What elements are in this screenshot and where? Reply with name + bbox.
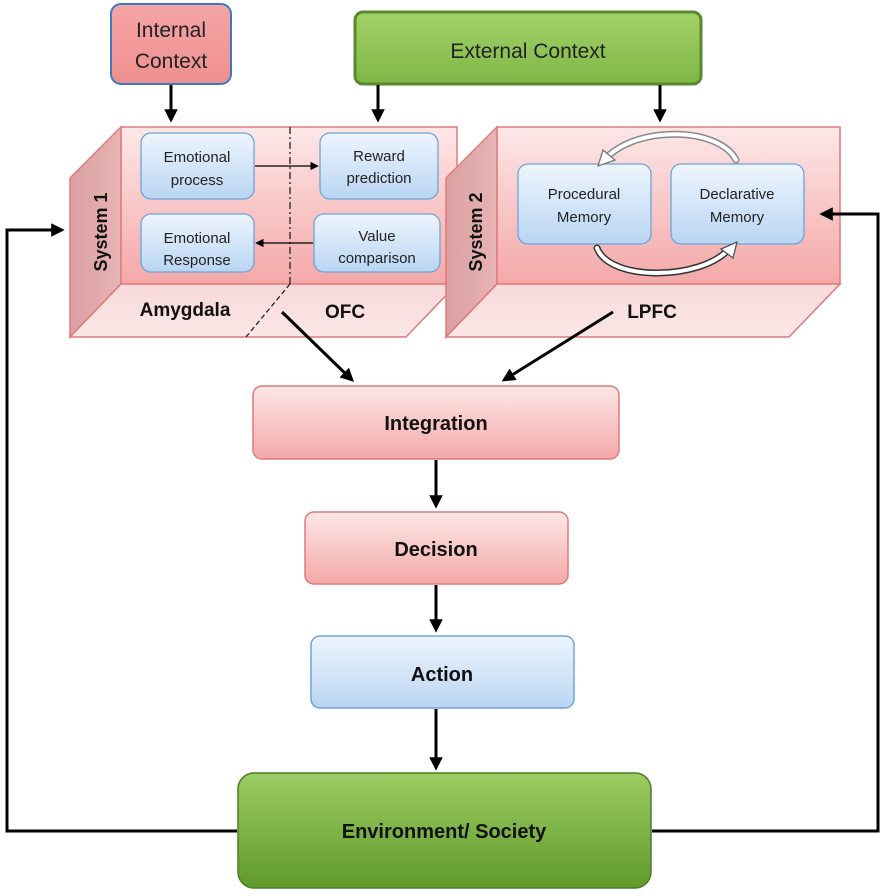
svg-text:Emotional: Emotional: [164, 149, 231, 166]
external-context-label: External Context: [450, 40, 605, 63]
action-label: Action: [411, 664, 473, 686]
internal-context-box: Internal Context: [110, 3, 232, 85]
arrow-system2-to-integration: [501, 310, 614, 382]
arrow-system1-to-integration: [280, 310, 354, 382]
environment-label: Environment/ Society: [342, 821, 547, 843]
svg-text:comparison: comparison: [338, 250, 416, 267]
decision-box: Decision: [304, 511, 569, 585]
integration-label: Integration: [384, 413, 487, 435]
svg-text:Value: Value: [358, 228, 395, 245]
amygdala-label: Amygdala: [140, 300, 231, 321]
system1-label: System 1: [91, 192, 111, 271]
internal-context-line2: Context: [135, 50, 208, 73]
integration-box: Integration: [252, 385, 620, 460]
svg-text:prediction: prediction: [346, 170, 411, 187]
ofc-label: OFC: [325, 302, 365, 323]
lpfc-label: LPFC: [627, 302, 677, 323]
environment-box: Environment/ Society: [237, 772, 652, 889]
svg-text:Declarative: Declarative: [699, 186, 774, 203]
procedural-memory-node: Procedural Memory: [517, 163, 652, 245]
svg-text:Procedural: Procedural: [548, 186, 621, 203]
svg-text:Memory: Memory: [710, 209, 765, 226]
feedback-arrow-to-system1: [5, 223, 237, 833]
feedback-arrow-to-system2: [652, 207, 880, 833]
action-box: Action: [310, 635, 575, 709]
svg-text:Emotional: Emotional: [164, 230, 231, 247]
system2-label: System 2: [466, 192, 486, 271]
svg-text:Response: Response: [163, 252, 231, 269]
declarative-memory-node: Declarative Memory: [670, 163, 805, 245]
decision-label: Decision: [394, 539, 477, 561]
svg-text:Memory: Memory: [557, 209, 612, 226]
memory-cycle-arrows: [593, 130, 740, 277]
svg-text:process: process: [171, 172, 224, 189]
internal-context-line1: Internal: [136, 19, 206, 42]
emotional-response-node: Emotional Response: [140, 213, 255, 273]
emotional-process-node: Emotional process: [140, 132, 255, 200]
value-comparison-node: Value comparison: [313, 213, 441, 273]
external-context-box: External Context: [353, 10, 703, 86]
svg-text:Reward: Reward: [353, 148, 405, 165]
reward-prediction-node: Reward prediction: [319, 132, 439, 200]
